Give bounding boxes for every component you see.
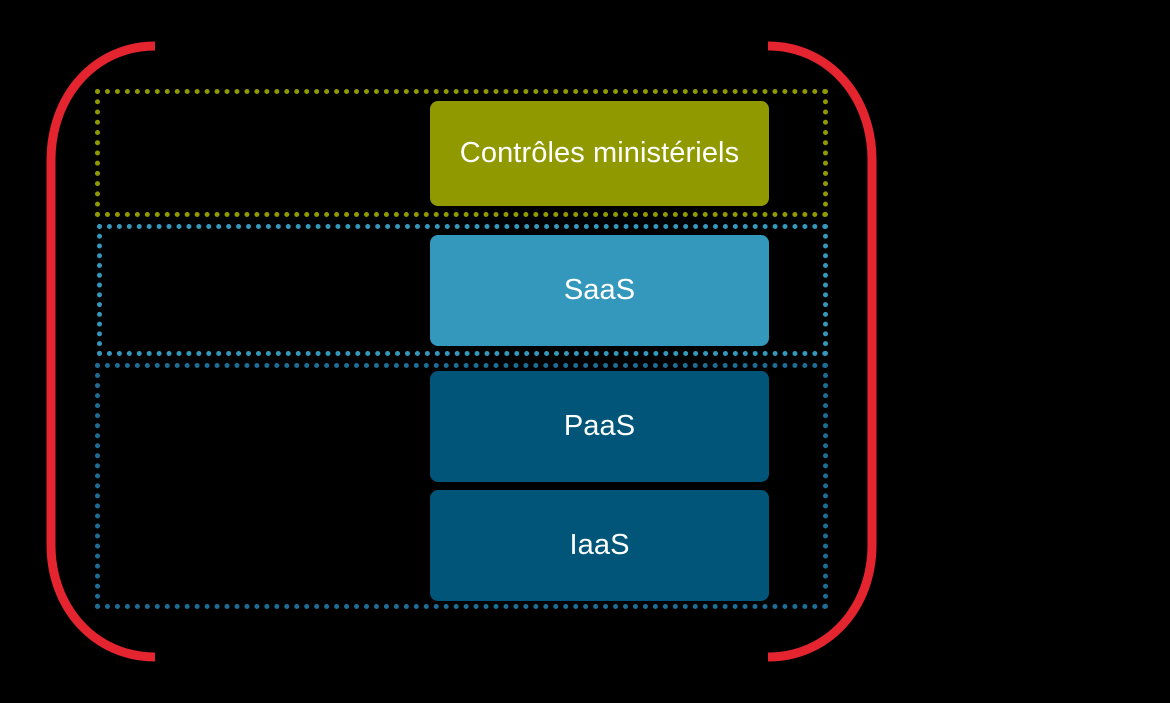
block-iaas[interactable]: IaaS xyxy=(430,490,769,601)
block-saas[interactable]: SaaS xyxy=(430,235,769,346)
block-iaas-label: IaaS xyxy=(569,529,630,561)
block-paas-label: PaaS xyxy=(563,410,636,442)
block-ministerial-controls-label: Contrôles ministériels xyxy=(459,137,740,169)
block-ministerial-controls[interactable]: Contrôles ministériels xyxy=(430,101,769,206)
block-saas-label: SaaS xyxy=(563,274,636,306)
block-paas[interactable]: PaaS xyxy=(430,371,769,482)
